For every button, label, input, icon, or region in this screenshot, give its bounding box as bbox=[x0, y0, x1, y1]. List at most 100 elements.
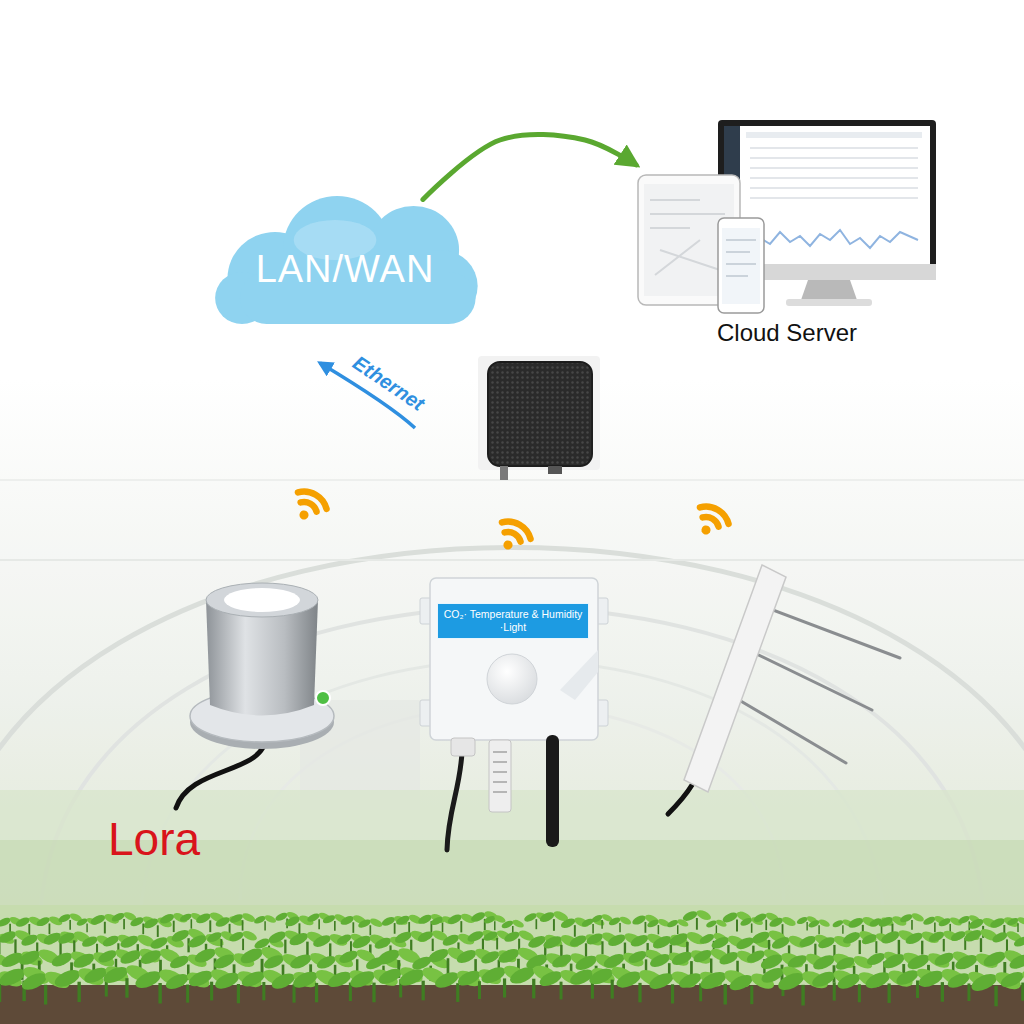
seedling bbox=[14, 939, 16, 953]
seedling bbox=[727, 972, 754, 994]
seedling bbox=[213, 970, 242, 992]
seedling bbox=[311, 933, 332, 950]
light-sensor bbox=[176, 583, 334, 808]
seedling bbox=[326, 969, 354, 991]
seedling bbox=[542, 934, 564, 951]
seedling bbox=[501, 919, 515, 930]
seedling bbox=[982, 949, 1008, 969]
text-holder: Cloud Server bbox=[636, 318, 938, 348]
seedling bbox=[427, 946, 451, 965]
seedling bbox=[716, 925, 717, 933]
seedling bbox=[921, 941, 923, 955]
multi-sensor bbox=[487, 654, 537, 704]
seedling bbox=[858, 984, 861, 1002]
seedling bbox=[253, 915, 267, 926]
screens bbox=[750, 148, 918, 198]
wifi-symbol bbox=[502, 517, 534, 539]
seedling bbox=[394, 923, 396, 934]
seedling bbox=[781, 915, 797, 928]
seedling bbox=[916, 967, 945, 990]
seedling bbox=[692, 948, 714, 965]
seedling bbox=[847, 916, 865, 930]
seedling bbox=[584, 932, 604, 948]
seedling bbox=[466, 928, 500, 952]
wifi-symbol bbox=[301, 499, 319, 511]
seedling bbox=[1017, 923, 1018, 932]
seedling bbox=[97, 948, 119, 965]
seedling bbox=[430, 915, 444, 926]
seedling bbox=[677, 970, 704, 991]
seedlings bbox=[0, 905, 1024, 1024]
seedling bbox=[274, 911, 288, 922]
seedling bbox=[86, 924, 87, 933]
seedling bbox=[446, 913, 463, 926]
seedling bbox=[240, 968, 267, 989]
screens bbox=[650, 200, 725, 275]
seedling bbox=[648, 951, 672, 970]
gateway bbox=[478, 356, 600, 480]
wifi-symbol bbox=[287, 487, 732, 558]
seedling bbox=[568, 933, 588, 949]
seedling bbox=[646, 917, 671, 934]
seedling bbox=[433, 969, 461, 991]
seedling bbox=[877, 915, 894, 929]
screens bbox=[786, 299, 872, 306]
seedling bbox=[752, 912, 768, 924]
seedling bbox=[698, 968, 729, 992]
seedling bbox=[1017, 916, 1024, 926]
seedling bbox=[397, 966, 426, 989]
screens bbox=[801, 280, 857, 300]
seedling bbox=[619, 923, 621, 932]
seedling bbox=[142, 917, 159, 931]
seedling bbox=[818, 918, 831, 928]
seedling bbox=[841, 929, 878, 954]
seedling bbox=[969, 971, 999, 995]
seedling bbox=[158, 983, 161, 1003]
seedling bbox=[887, 983, 890, 1002]
seedling bbox=[798, 934, 818, 950]
sensor-label: CO₂· Temperature & Humidity ·Light bbox=[437, 603, 589, 639]
seedling bbox=[937, 916, 963, 934]
seedling bbox=[173, 921, 175, 932]
seedling bbox=[750, 929, 771, 946]
multi-sensor bbox=[420, 578, 608, 850]
seedlings bbox=[0, 905, 1024, 1024]
seedling bbox=[898, 940, 900, 955]
greenhouse bbox=[0, 790, 1024, 920]
seedling bbox=[0, 929, 18, 945]
seedling bbox=[417, 912, 446, 932]
seedling bbox=[101, 964, 130, 987]
seedling bbox=[957, 915, 971, 926]
seedling bbox=[859, 940, 861, 954]
seedling bbox=[875, 941, 877, 953]
seedlings bbox=[0, 985, 1024, 1024]
seedling bbox=[35, 915, 51, 927]
seedling bbox=[627, 948, 649, 965]
seedling bbox=[818, 925, 819, 934]
seedling bbox=[904, 930, 925, 946]
seedling bbox=[19, 970, 48, 993]
seedling bbox=[999, 969, 1024, 990]
seedling bbox=[264, 921, 266, 930]
seedling bbox=[288, 930, 310, 947]
seedling bbox=[645, 922, 647, 933]
seedling bbox=[868, 916, 894, 934]
seedling bbox=[560, 982, 563, 1000]
seedling bbox=[17, 948, 42, 968]
seedling bbox=[369, 925, 371, 935]
seedling bbox=[494, 921, 495, 930]
seedling bbox=[1007, 952, 1024, 972]
seedling bbox=[369, 917, 384, 929]
seedling bbox=[446, 912, 476, 933]
connection-label: Ethernet bbox=[349, 351, 429, 415]
seedling bbox=[568, 965, 617, 999]
seedling bbox=[123, 919, 125, 929]
gateway bbox=[488, 362, 592, 466]
seedling bbox=[1021, 983, 1024, 1001]
seedling bbox=[810, 969, 837, 990]
seedling bbox=[417, 913, 433, 926]
seedling bbox=[832, 919, 845, 929]
seedling bbox=[479, 949, 501, 966]
seedling bbox=[811, 952, 837, 972]
